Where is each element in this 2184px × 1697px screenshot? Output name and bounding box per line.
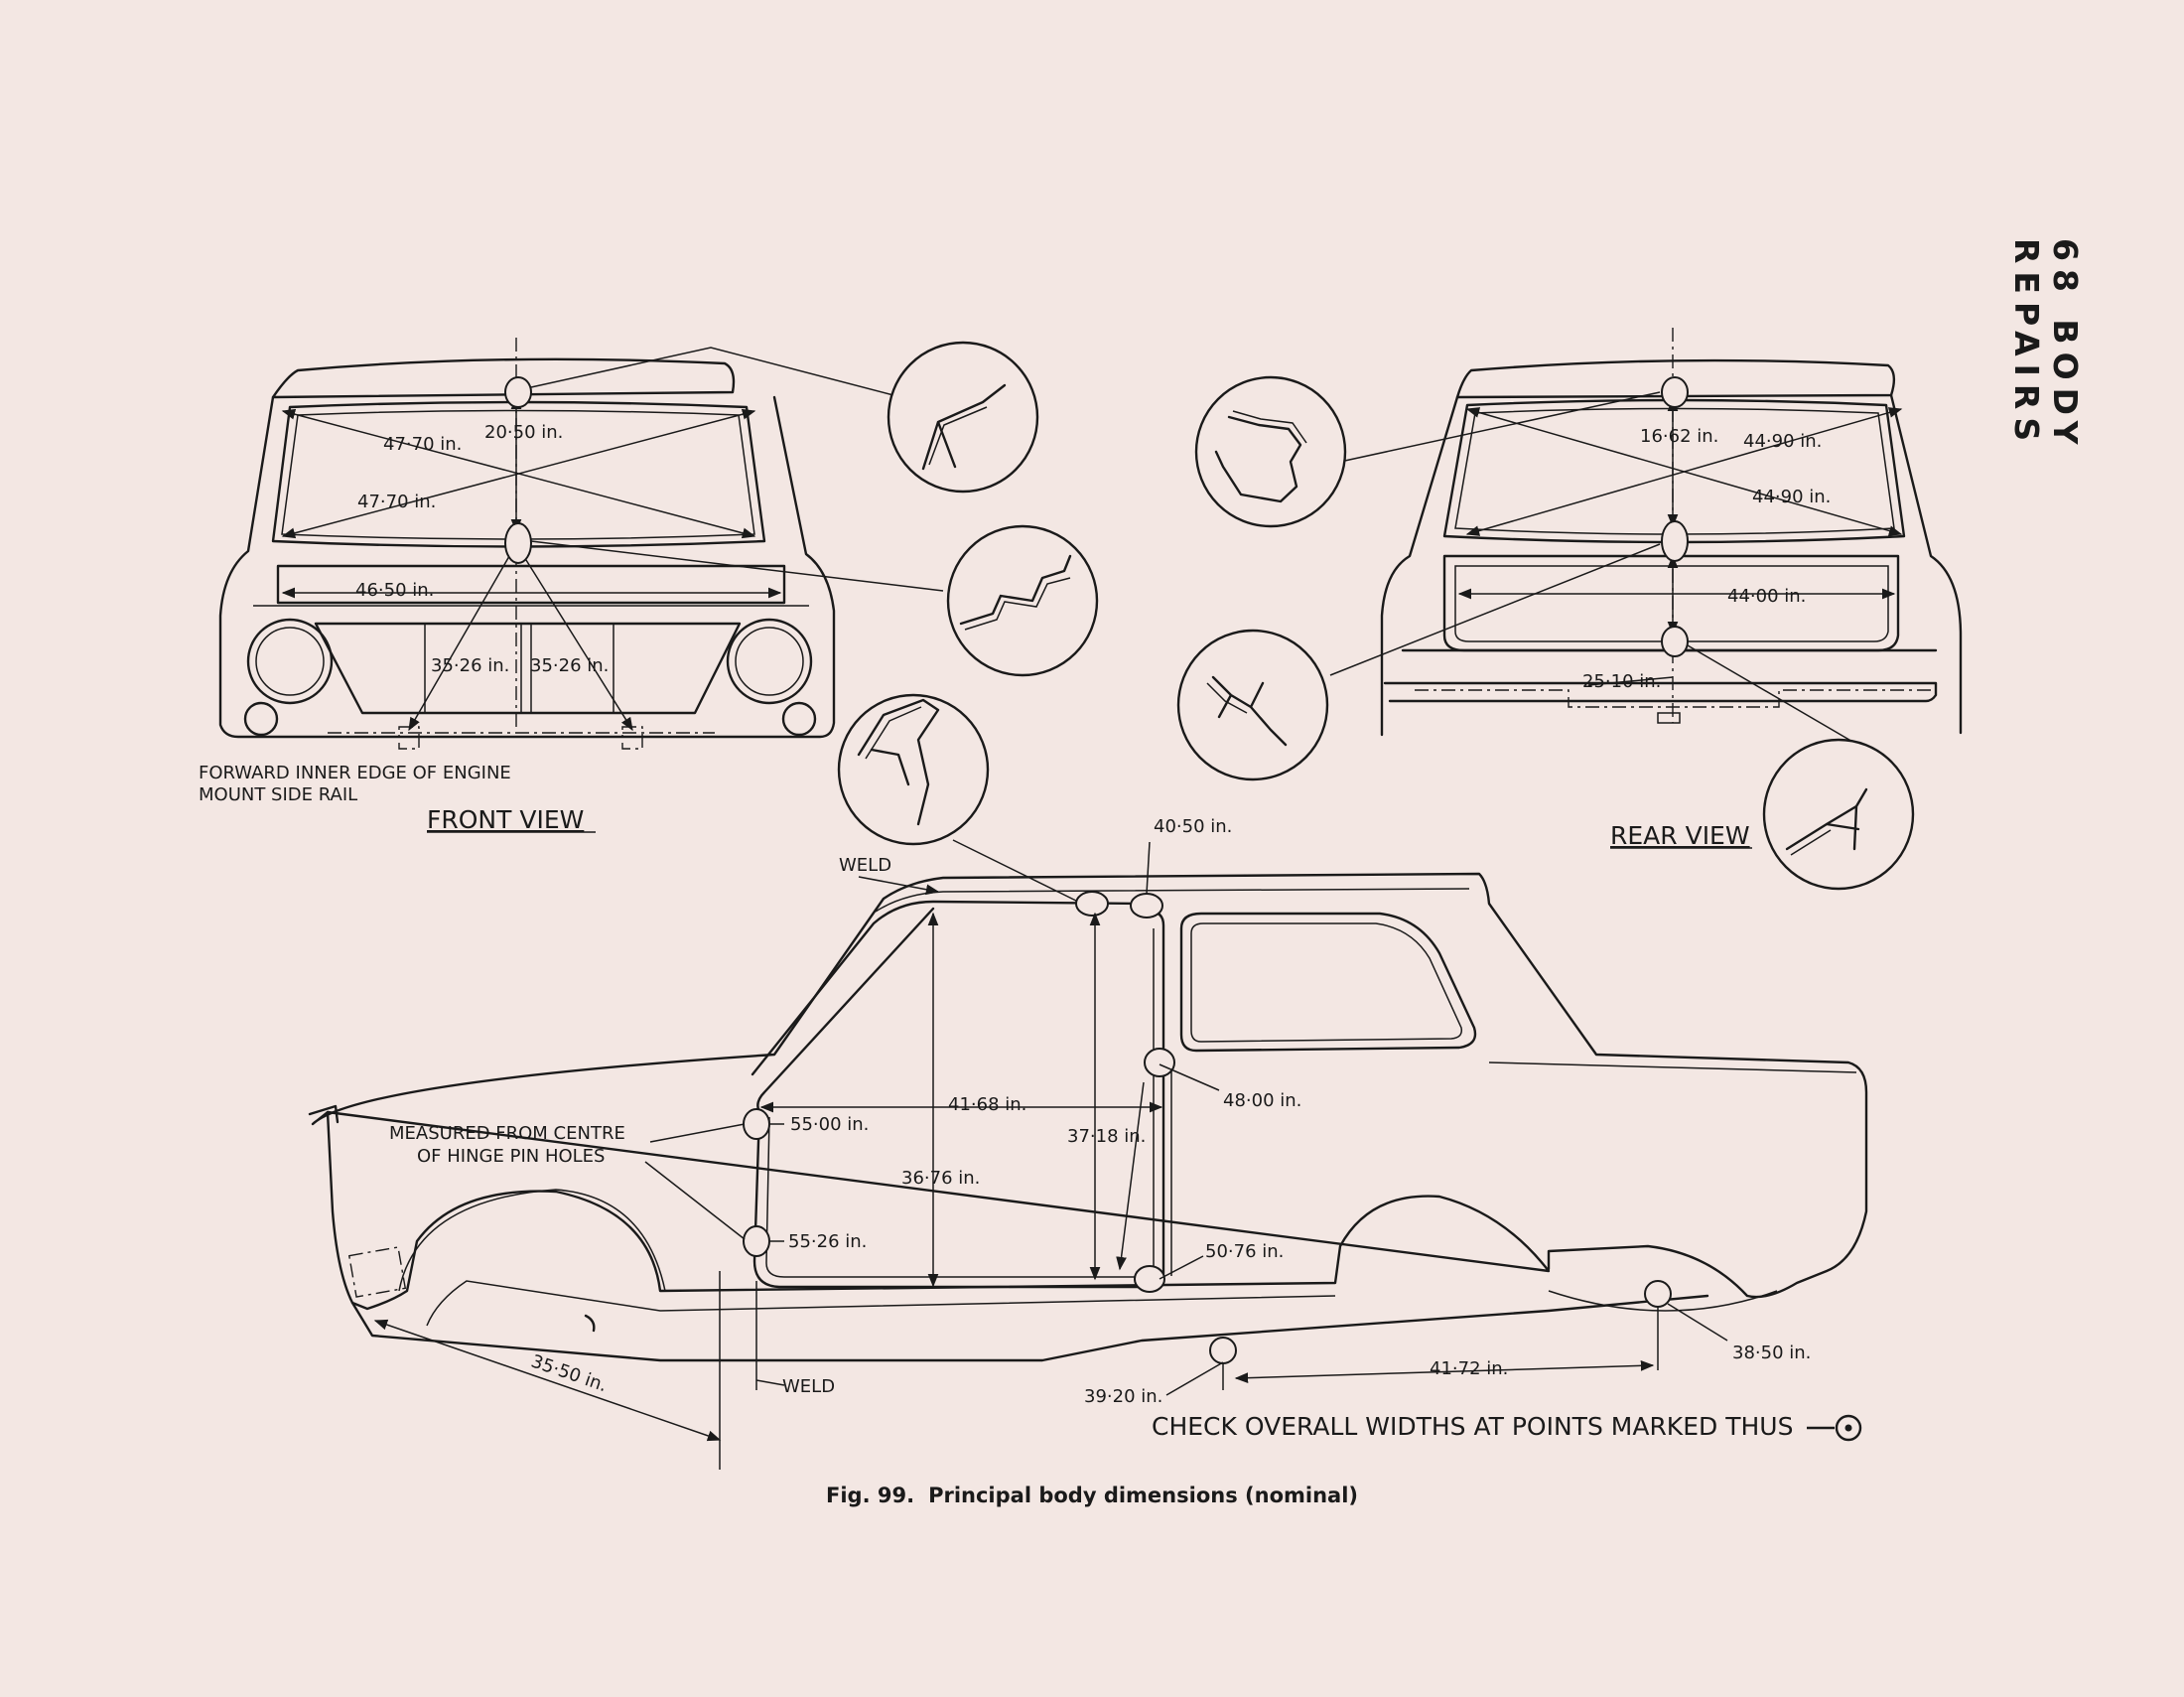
hinge-lower-label: 55·26 in.	[788, 1231, 867, 1252]
rear-height-top: 16·62 in.	[1640, 426, 1718, 447]
figure-caption: Fig. 99. Principal body dimensions (nomin…	[0, 1484, 2184, 1507]
front-view-title: FRONT VIEW	[427, 805, 584, 834]
rear-point-label: 38·50 in.	[1732, 1343, 1811, 1363]
front-diagonal-lower: 47·70 in.	[357, 492, 436, 512]
pillar-height-label: 37·18 in.	[1067, 1126, 1146, 1147]
check-widths-note: CHECK OVERALL WIDTHS AT POINTS MARKED TH…	[1152, 1412, 1866, 1443]
rear-height-lower: 25·10 in.	[1582, 671, 1661, 692]
front-rail-right: 35·26 in.	[530, 655, 609, 676]
front-diagonal-upper: 47·70 in.	[383, 434, 462, 455]
sill-point-label: 39·20 in.	[1084, 1386, 1162, 1407]
door-width-label: 41·68 in.	[948, 1094, 1026, 1115]
rear-pillar-label: 48·00 in.	[1223, 1090, 1301, 1111]
front-note-line2: MOUNT SIDE RAIL	[199, 784, 357, 805]
front-overhang-label: 35·50 in.	[528, 1350, 610, 1396]
side-view: WELD 40·50 in. MEASURED FROM CENTRE OF H…	[308, 816, 1868, 1470]
check-widths-text: CHECK OVERALL WIDTHS AT POINTS MARKED TH…	[1152, 1412, 1794, 1441]
rear-view: 16·62 in. 44·90 in. 44·90 in. 44·00 in. …	[1329, 328, 1963, 850]
front-rail-left: 35·26 in.	[431, 655, 509, 676]
hinge-upper-label: 55·00 in.	[790, 1114, 869, 1135]
rear-width-panel: 44·00 in.	[1727, 586, 1806, 607]
rear-section-details	[1176, 375, 1915, 891]
running-head: 68 BODY REPAIRS	[2007, 238, 2085, 453]
measuring-point-symbol-icon	[1807, 1414, 1862, 1442]
weld-top-label: WELD	[839, 855, 891, 876]
hinge-note-line1: MEASURED FROM CENTRE	[389, 1123, 625, 1144]
door-height-label: 36·76 in.	[901, 1168, 980, 1189]
front-height-top: 20·50 in.	[484, 422, 563, 443]
rear-diagonal-upper: 44·90 in.	[1743, 431, 1822, 452]
weld-bottom-label: WELD	[782, 1376, 835, 1397]
front-view: 47·70 in. 47·70 in. 20·50 in. 46·50 in. …	[199, 338, 944, 834]
wheelbase-rear-label: 41·72 in.	[1430, 1358, 1508, 1379]
sill-rear-label: 50·76 in.	[1205, 1241, 1284, 1262]
figure-title: Principal body dimensions (nominal)	[928, 1484, 1358, 1507]
front-width-panel: 46·50 in.	[355, 580, 434, 601]
hinge-note-line2: OF HINGE PIN HOLES	[417, 1146, 605, 1167]
roof-point-label: 40·50 in.	[1154, 816, 1232, 837]
figure-number: Fig. 99.	[826, 1484, 915, 1507]
front-note-line1: FORWARD INNER EDGE OF ENGINE	[199, 763, 511, 783]
rear-diagonal-lower: 44·90 in.	[1752, 487, 1831, 507]
front-section-details	[837, 341, 1099, 905]
rear-view-title: REAR VIEW	[1610, 821, 1750, 850]
